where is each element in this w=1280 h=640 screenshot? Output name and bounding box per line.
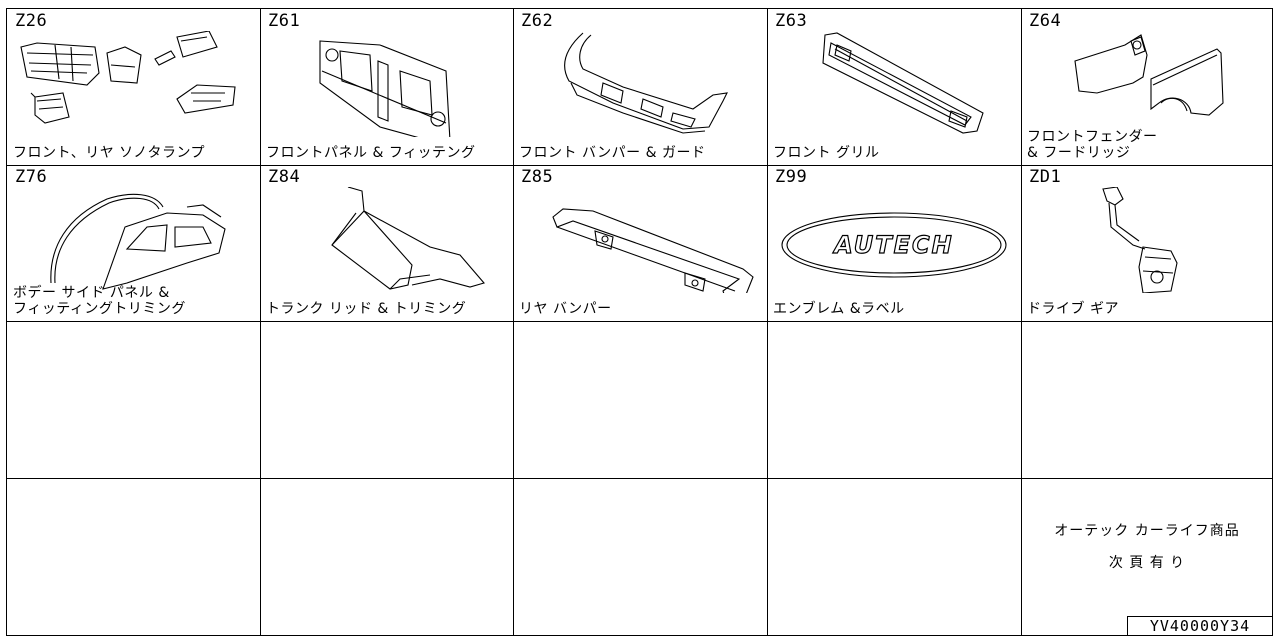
section-title: ボデー サイド パネル & フィッティングトリミング [13,285,186,317]
section-z99[interactable]: Z99 AUTECH エンブレム &ラベル [767,165,1021,321]
section-code: Z84 [268,167,301,187]
section-z84[interactable]: Z84 トランク リッド & トリミング [260,165,513,321]
grid-divider [7,321,1272,322]
section-code: Z63 [775,11,808,31]
grid-divider [1021,9,1022,635]
section-title: リヤ バンパー [519,301,612,317]
footer-note: オーテック カーライフ商品 次 頁 有 り [1021,478,1274,637]
section-z61[interactable]: Z61 フロントパネル & フィッテング [260,9,513,165]
section-z62[interactable]: Z62 フロント バンパー & ガード [513,9,767,165]
section-title: フロント グリル [773,145,880,161]
front-bumper-illustration [513,31,765,137]
section-code: Z99 [775,167,808,187]
section-code: ZD1 [1029,167,1062,187]
section-code: Z76 [15,167,48,187]
emblem-text: AUTECH [834,230,954,259]
section-title: トランク リッド & トリミング [266,301,467,317]
emblem-illustration [767,187,1019,293]
front-fender-illustration [1021,31,1273,137]
section-code: Z85 [521,167,554,187]
section-title: フロントパネル & フィッテング [266,145,476,161]
section-title: ドライブ ギア [1027,301,1119,317]
front-grille-illustration [767,31,1019,137]
front-panel-illustration [260,31,512,144]
section-z63[interactable]: Z63 フロント グリル [767,9,1021,165]
section-z85[interactable]: Z85 リヤ バンパー [513,165,767,321]
page-reference: YV40000Y34 [1127,616,1272,635]
section-title: フロント バンパー & ガード [519,145,706,161]
grid-divider [7,478,1272,479]
grid-divider [7,165,1272,166]
section-title: エンブレム &ラベル [773,301,905,317]
grid-divider [513,9,514,635]
section-zd1[interactable]: ZD1 ドライブ ギア [1021,165,1274,321]
body-side-panel-illustration [7,187,259,293]
trunk-lid-illustration [260,186,512,293]
rear-bumper-illustration [513,187,765,304]
lamps-illustration [7,30,259,137]
footer-note-line2: 次 頁 有 り [1108,555,1186,571]
parts-index-grid: Z26 フロント、リヤ ソノタランプ Z61 [6,8,1273,636]
section-code: Z61 [268,11,301,31]
section-z64[interactable]: Z64 フロントフェンダー & フードリッジ [1021,9,1274,165]
section-title: フロントフェンダー & フードリッジ [1027,129,1158,161]
section-title: フロント、リヤ ソノタランプ [13,145,206,161]
grid-divider [260,9,261,635]
grid-divider [767,9,768,635]
section-code: Z62 [521,11,554,31]
section-z26[interactable]: Z26 フロント、リヤ ソノタランプ [7,9,260,165]
drive-gear-illustration [1021,186,1273,294]
section-z76[interactable]: Z76 ボデー サイド パネル & フィッティングトリミング [7,165,260,321]
section-code: Z26 [15,11,48,31]
footer-note-line1: オーテック カーライフ商品 [1054,523,1240,539]
section-code: Z64 [1029,11,1062,31]
